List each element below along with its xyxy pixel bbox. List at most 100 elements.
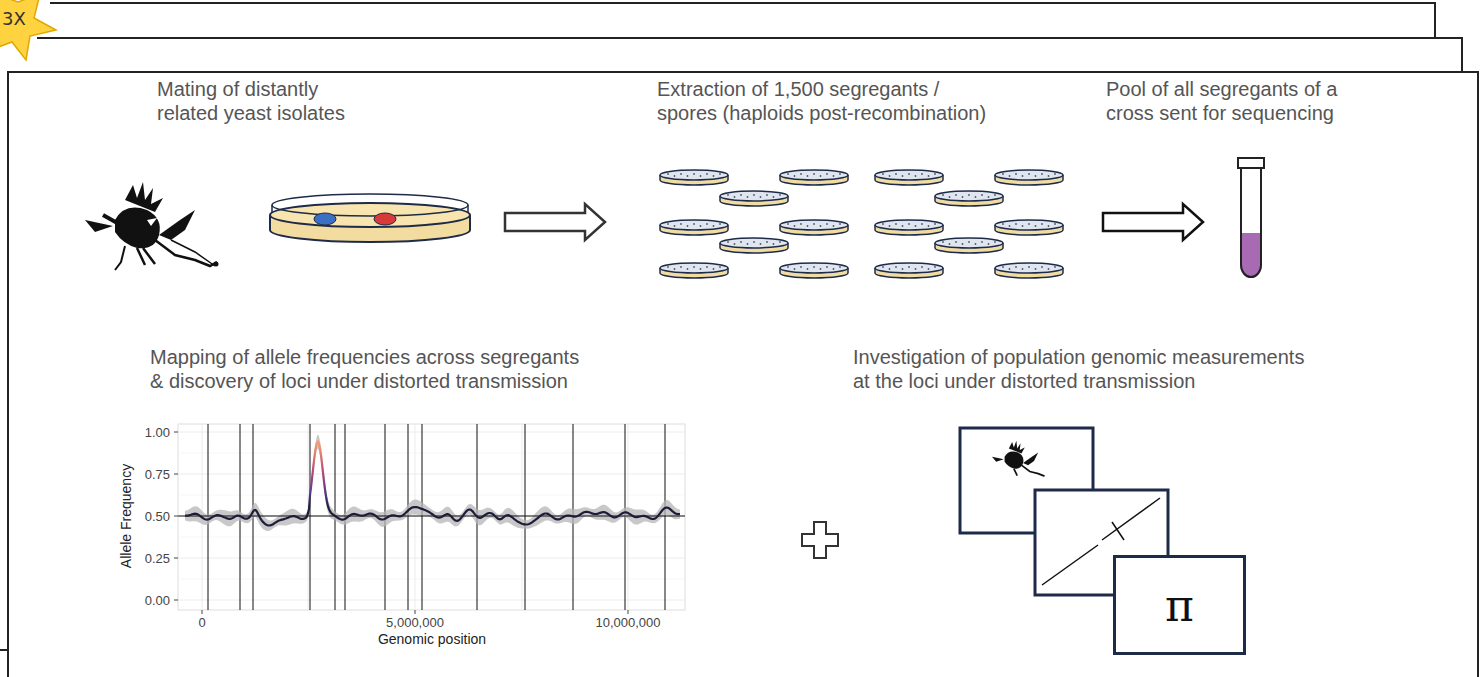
colony (687, 175, 689, 177)
colony (674, 268, 676, 270)
colony (1054, 173, 1056, 175)
colony (820, 268, 822, 270)
plus-symbol (802, 522, 838, 558)
axis-tick (174, 516, 178, 517)
colony (928, 225, 930, 227)
bird-illustration (992, 441, 1045, 476)
sequencing-tube (1238, 158, 1264, 277)
colony (1022, 225, 1024, 227)
axis-tick-label: 1.00 (145, 425, 170, 440)
colony (1022, 268, 1024, 270)
step-heading: Investigation of population genomic meas… (853, 345, 1308, 393)
colony (779, 194, 781, 196)
colony (700, 175, 702, 177)
colony (981, 241, 983, 243)
colony (727, 241, 729, 243)
colony (921, 223, 923, 225)
axis-title: Genomic position (378, 631, 486, 647)
colony (833, 175, 835, 177)
colony (895, 266, 897, 268)
colony (826, 223, 828, 225)
colony (734, 243, 736, 245)
colony (908, 173, 910, 175)
colony (908, 223, 910, 225)
colony (826, 266, 828, 268)
statistic-symbol: π (1165, 580, 1194, 631)
grid-line (415, 424, 416, 610)
colony (1002, 223, 1004, 225)
colony (882, 173, 884, 175)
axis-tick-label: 0.25 (145, 551, 170, 566)
plate-lid (875, 170, 943, 180)
colony (760, 196, 762, 198)
axis-tick-label: 0.00 (145, 593, 170, 608)
colony (1028, 173, 1030, 175)
measurement-panel: π (1113, 555, 1246, 655)
colony (1048, 225, 1050, 227)
chromosome-boundary (408, 424, 409, 610)
axis-tick (202, 610, 203, 614)
colony (800, 266, 802, 268)
grid-line (178, 453, 685, 454)
colony (839, 173, 841, 175)
colony (1002, 173, 1004, 175)
chromosome-boundary (525, 424, 526, 610)
axis-tick (174, 600, 178, 601)
colony (934, 223, 936, 225)
axis-tick-label: 0.50 (145, 509, 170, 524)
grid-line (178, 495, 685, 496)
colony (700, 268, 702, 270)
plate-lid (935, 238, 1003, 248)
colony (1015, 173, 1017, 175)
colony (787, 173, 789, 175)
plate-lid (875, 263, 943, 273)
colony (1054, 223, 1056, 225)
process-arrow (505, 204, 605, 240)
badge-label: 3X (2, 8, 26, 29)
plate-lid (660, 170, 728, 180)
colony (981, 194, 983, 196)
colony (942, 194, 944, 196)
colony (713, 225, 715, 227)
fst-line (1102, 498, 1160, 540)
colony (1041, 173, 1043, 175)
colony (994, 194, 996, 196)
colony (1009, 175, 1011, 177)
plate-lid (875, 220, 943, 230)
colony (962, 243, 964, 245)
axis-tick-label: 5,000,000 (386, 615, 444, 630)
colony (779, 241, 781, 243)
colony (908, 266, 910, 268)
colony (889, 175, 891, 177)
colony (949, 243, 951, 245)
colony (975, 196, 977, 198)
grid-line (178, 432, 685, 433)
plate-lid (720, 191, 788, 201)
colony (1048, 175, 1050, 177)
colony (882, 266, 884, 268)
grid-line (178, 579, 685, 580)
colony (902, 268, 904, 270)
colony (1035, 268, 1037, 270)
step-heading: Extraction of 1,500 segregants / spores … (657, 77, 990, 125)
colony (915, 268, 917, 270)
colony (713, 175, 715, 177)
colony (813, 173, 815, 175)
plate-lid (660, 263, 728, 273)
colony (667, 173, 669, 175)
axis-tick-label: 0 (198, 615, 205, 630)
axis-tick-label: 10,000,000 (595, 615, 660, 630)
colony (773, 196, 775, 198)
colony (1009, 225, 1011, 227)
step-heading: Mapping of allele frequencies across seg… (150, 345, 583, 393)
grid-line (178, 474, 685, 475)
colony (975, 243, 977, 245)
fst-line (1042, 545, 1098, 585)
chromosome-boundary (310, 424, 311, 610)
colony (1035, 225, 1037, 227)
colony (687, 225, 689, 227)
colony (813, 266, 815, 268)
colony (706, 266, 708, 268)
plate-lid (995, 263, 1063, 273)
